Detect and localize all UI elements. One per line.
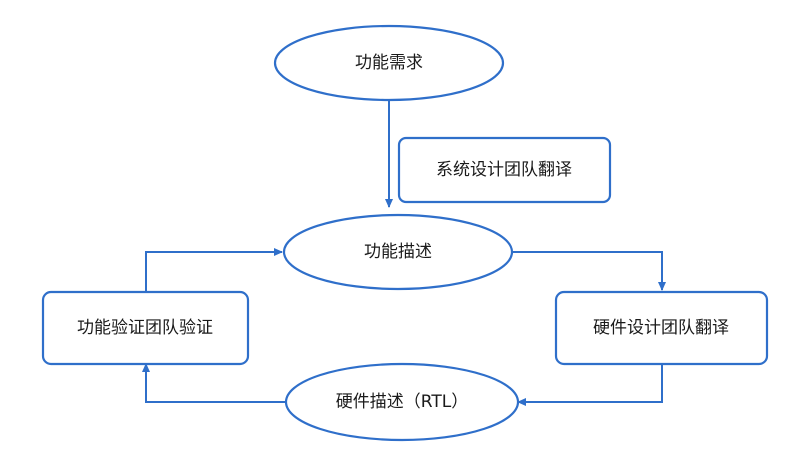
node-hardware-description-label: 硬件描述（RTL） <box>336 392 468 412</box>
node-functional-description-label: 功能描述 <box>364 242 432 262</box>
arrow-rtl-to-verification <box>142 363 286 403</box>
node-verification-team-label: 功能验证团队验证 <box>77 318 213 338</box>
node-verification-team-shape <box>41 290 250 366</box>
node-functional-requirements-shape <box>273 24 505 102</box>
arrow-hardware-design-to-rtl <box>517 364 663 406</box>
arrow-verification-to-description <box>145 248 283 292</box>
node-hardware-design-team-shape <box>554 290 769 366</box>
node-system-design-team-label: 系统设计团队翻译 <box>436 160 572 180</box>
node-hardware-design-team-label: 硬件设计团队翻译 <box>593 318 729 338</box>
node-system-design-team-shape <box>397 136 612 204</box>
node-hardware-description-shape <box>284 362 520 442</box>
node-functional-description-shape <box>282 213 514 291</box>
arrow-description-to-hardware-design <box>512 251 666 291</box>
node-functional-requirements-label: 功能需求 <box>355 53 423 73</box>
